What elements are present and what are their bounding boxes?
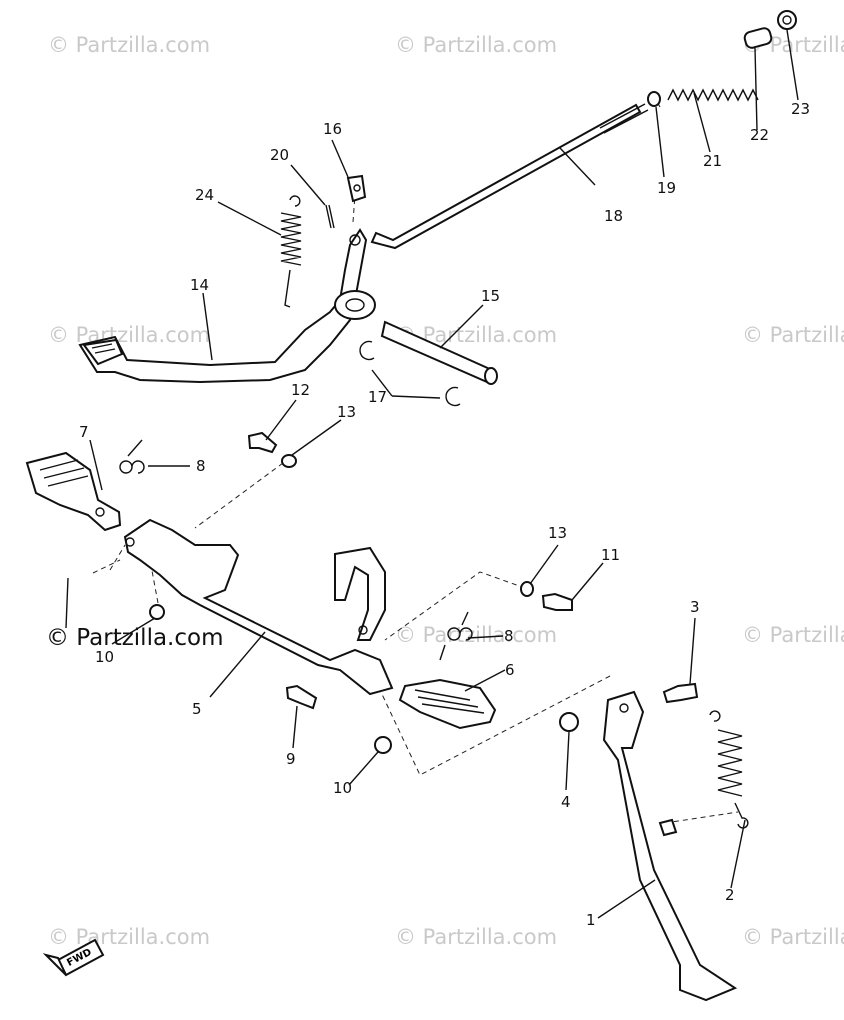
callout-9: 9	[286, 750, 296, 768]
callout-22: 22	[750, 126, 769, 144]
callout-16: 16	[323, 120, 342, 138]
part-eclips	[359, 340, 461, 407]
callout-3: 3	[690, 598, 700, 616]
part-washer-13-lower	[520, 581, 534, 597]
callout-7: 7	[79, 423, 89, 441]
callout-4: 4	[561, 793, 571, 811]
callout-18: 18	[604, 207, 623, 225]
callout-10-left: 10	[95, 648, 114, 666]
callout-8-upper: 8	[196, 457, 206, 475]
watermark-mid-right: © Partzilla.com	[742, 323, 844, 347]
part-footrest-left	[25, 451, 122, 532]
watermark-lower-center: © Partzilla.com	[395, 623, 557, 647]
callout-15: 15	[481, 287, 500, 305]
watermark-bottom-center: © Partzilla.com	[395, 925, 557, 949]
part-bolt-3	[662, 682, 699, 704]
leader-lines	[65, 29, 799, 919]
callout-14: 14	[190, 276, 209, 294]
watermarks: © Partzilla.com © Partzilla.com © Partzi…	[46, 33, 844, 949]
callout-13-lower: 13	[548, 524, 567, 542]
watermark-bottom-left: © Partzilla.com	[48, 925, 210, 949]
part-bolt-11	[541, 592, 573, 611]
part-cotter-pin	[325, 204, 335, 229]
callout-19: 19	[657, 179, 676, 197]
watermark-bottom-right: © Partzilla.com	[742, 925, 844, 949]
callout-11: 11	[601, 546, 620, 564]
part-side-stand-spring	[709, 710, 749, 829]
part-side-stand	[602, 690, 738, 1002]
part-footrest-right	[398, 678, 497, 730]
part-bolt-12	[247, 431, 278, 454]
part-collar-4	[559, 712, 579, 732]
watermark-mid-left: © Partzilla.com	[48, 323, 210, 347]
callouts: 16 20 24 14 15 18 19 21 22 23 17 12 13 7…	[79, 100, 810, 929]
part-footrest-spring-left	[119, 439, 145, 474]
part-washer-10-left	[149, 604, 165, 620]
callout-20: 20	[270, 146, 289, 164]
callout-10-right: 10	[333, 779, 352, 797]
part-bracket-16	[346, 174, 367, 203]
callout-1: 1	[586, 911, 596, 929]
assembly-guides	[92, 97, 739, 824]
callout-6: 6	[505, 661, 515, 679]
part-pin-9	[285, 684, 318, 710]
callout-17: 17	[368, 388, 387, 406]
watermark-top-center: © Partzilla.com	[395, 33, 557, 57]
watermark-top-left: © Partzilla.com	[48, 33, 210, 57]
callout-2: 2	[725, 886, 735, 904]
callout-23: 23	[791, 100, 810, 118]
part-spring-rod	[667, 88, 759, 102]
part-brake-pedal	[78, 228, 376, 384]
part-footrest-bar	[123, 518, 394, 696]
watermark-lower-right: © Partzilla.com	[742, 623, 844, 647]
callout-8-lower: 8	[504, 627, 514, 645]
part-clevis	[743, 27, 773, 49]
part-pivot-shaft	[380, 320, 498, 385]
part-return-spring	[280, 195, 302, 308]
callout-12: 12	[291, 381, 310, 399]
part-rod	[370, 103, 649, 250]
part-washer-13-upper	[281, 454, 297, 468]
callout-24: 24	[195, 186, 214, 204]
callout-21: 21	[703, 152, 722, 170]
callout-5: 5	[192, 700, 202, 718]
part-footrest-spring-right	[439, 611, 473, 661]
callout-13-upper: 13	[337, 403, 356, 421]
part-nut-23	[777, 10, 797, 30]
part-washer-19	[647, 91, 661, 107]
watermark-prominent: © Partzilla.com	[46, 625, 224, 651]
part-washer-10-right	[374, 736, 392, 754]
fwd-direction-badge: FWD	[42, 938, 105, 977]
